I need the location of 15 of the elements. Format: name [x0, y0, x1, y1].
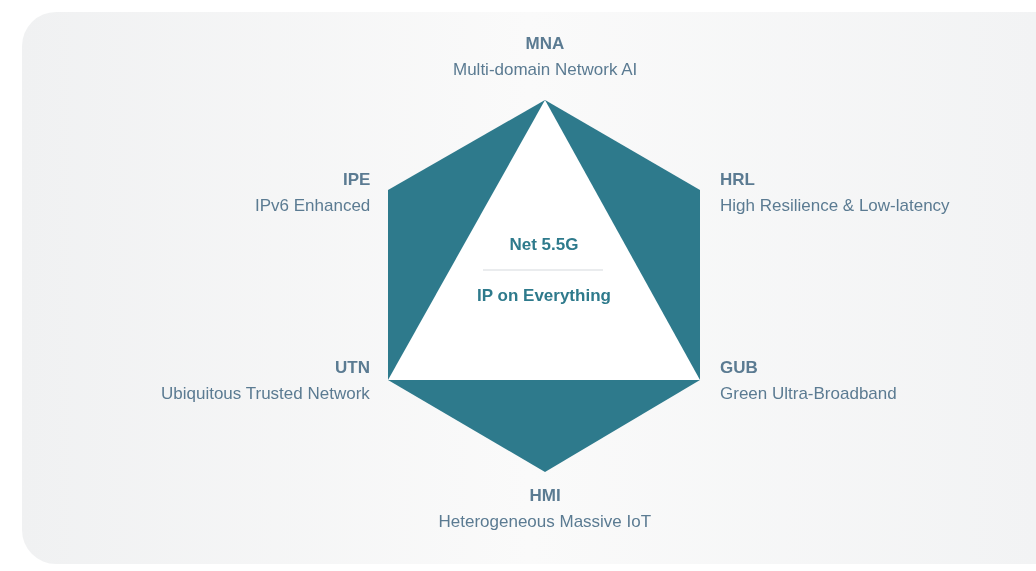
description-label: Multi-domain Network AI [453, 60, 638, 80]
abbreviation-label: IPE [343, 170, 371, 190]
description-label: Green Ultra-Broadband [720, 384, 897, 404]
description-label: IPv6 Enhanced [255, 196, 371, 216]
abbreviation-label: HRL [720, 170, 755, 190]
description-label: Ubiquitous Trusted Network [161, 384, 370, 404]
description-label: Heterogeneous Massive IoT [438, 512, 652, 532]
node-subheading: IP on Everything [476, 286, 612, 306]
abbreviation-label: HMI [529, 486, 561, 506]
abbreviation-label: UTN [335, 358, 370, 378]
abbreviation-label: MNA [525, 34, 565, 54]
node-heading: Net 5.5G [508, 235, 580, 255]
triangle-shape [388, 100, 700, 380]
description-label: High Resilience & Low-latency [720, 196, 950, 216]
abbreviation-label: GUB [720, 358, 758, 378]
